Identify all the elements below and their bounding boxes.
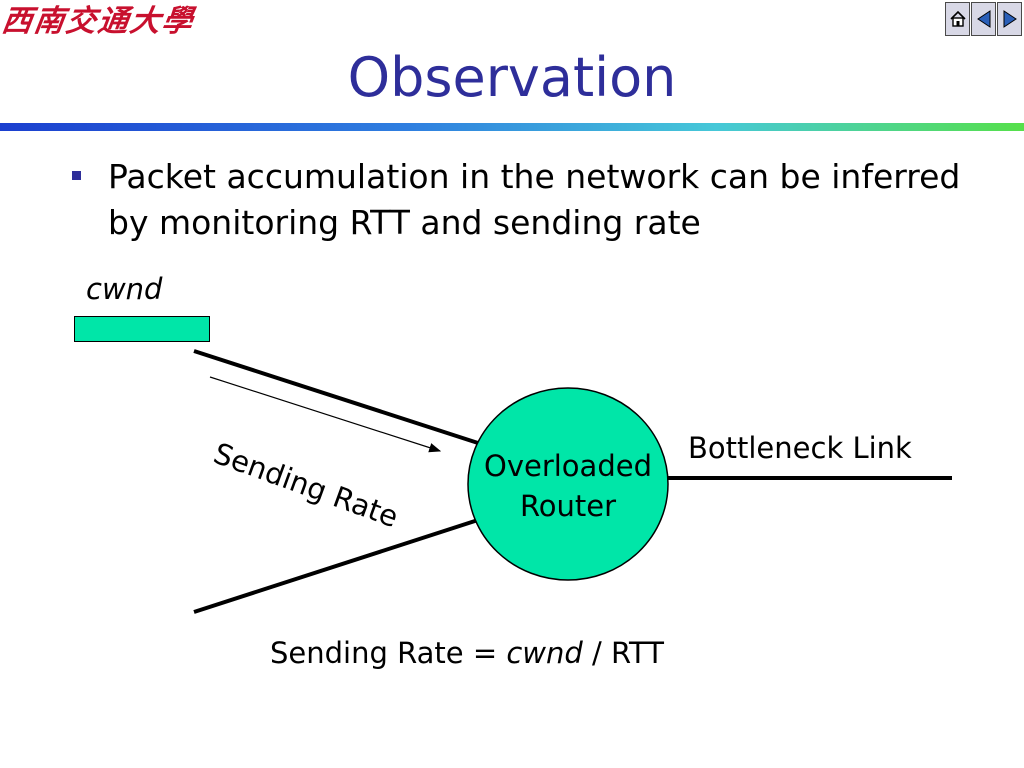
bullet-text: Packet accumulation in the network can b… — [108, 157, 961, 242]
router-label-line1: Overloaded — [484, 449, 652, 483]
home-button[interactable] — [945, 2, 970, 36]
formula-suffix: / RTT — [582, 636, 664, 670]
bullet-marker — [72, 171, 81, 180]
previous-icon — [976, 10, 990, 28]
formula-cwnd: cwnd — [506, 636, 583, 670]
home-icon — [949, 10, 966, 27]
slide-navigation — [945, 2, 1023, 38]
bottleneck-link-label: Bottleneck Link — [688, 431, 912, 465]
overloaded-router — [467, 387, 669, 581]
router-label-line2: Router — [519, 489, 617, 523]
next-button[interactable] — [997, 2, 1022, 36]
slide-title: Observation — [347, 46, 677, 109]
cwnd-label: cwnd — [86, 272, 163, 306]
previous-button[interactable] — [971, 2, 996, 36]
title-divider — [0, 123, 1024, 131]
sending-rate-arrow — [209, 376, 442, 453]
formula-prefix: Sending Rate = — [270, 636, 507, 670]
next-icon — [1003, 10, 1017, 28]
cwnd-window-box — [74, 316, 210, 342]
upper-input-link — [193, 349, 479, 445]
lower-input-link — [193, 518, 479, 614]
sending-rate-formula: Sending Rate = cwnd / RTT — [270, 636, 664, 670]
router-label: Overloaded Router — [468, 446, 668, 526]
